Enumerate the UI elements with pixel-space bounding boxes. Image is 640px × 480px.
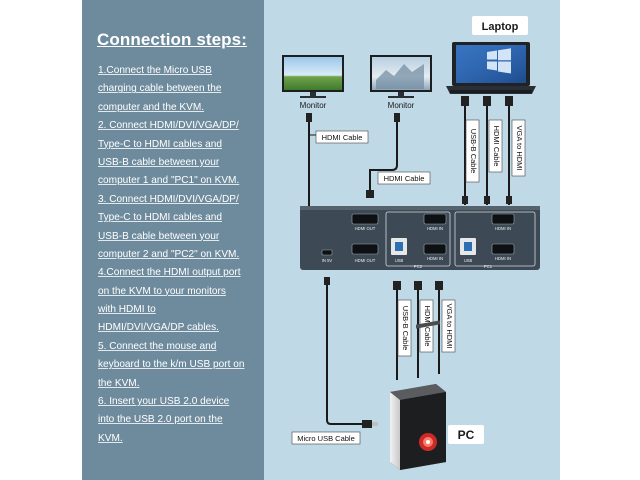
laptop-label-box <box>472 16 528 35</box>
step-line: on the KVM to your monitors <box>98 285 226 297</box>
laptop-cable-label-box <box>465 119 480 183</box>
step-line: HDMI/DVI/VGA/DP cables. <box>98 322 219 334</box>
pc-cables <box>326 282 440 425</box>
pc-label: PC <box>458 428 475 442</box>
kvm-in5v-label: IN 5V <box>322 258 333 263</box>
step-line: the KVM. <box>98 377 140 389</box>
hdmi-in-port <box>423 213 447 225</box>
step-line: USB-B cable between your <box>98 230 220 242</box>
kvm-pc2-label: PC2 <box>414 264 423 269</box>
laptop-cable-vga-label: VGA to HDMI <box>515 125 524 170</box>
monitor-1-icon <box>282 55 344 98</box>
laptop-cable-hdmi-label: HDMI Cable <box>492 126 501 167</box>
kvm-pc1-label: PC1 <box>484 264 493 269</box>
monitor-2-label: Monitor <box>388 101 415 110</box>
step-line: computer 1 and "PC1" on KVM. <box>98 175 240 187</box>
laptop-cable-label-box <box>511 119 526 177</box>
step-line: 5. Connect the mouse and <box>98 340 217 352</box>
step-line: 2. Connect HDMI/DVI/VGA/DP/ <box>98 120 239 132</box>
hdmi-out-port <box>351 213 379 225</box>
laptop-icon <box>446 42 536 94</box>
micro-usb-label-box <box>291 431 361 445</box>
pc-cable-usb-label: USB-B Cable <box>401 306 410 351</box>
step-line: computer 2 and "PC2" on KVM. <box>98 248 240 260</box>
hdmi-cable-label-1: HDMI Cable <box>322 133 363 142</box>
micro-usb-label: Micro USB Cable <box>297 434 355 443</box>
step-line: 4.Connect the HDMI output port <box>98 267 241 279</box>
hdmi-in-port <box>491 243 515 255</box>
hdmi-connector <box>306 113 312 122</box>
step-line: Type-C to HDMI cables and <box>98 212 222 224</box>
step-line: 3. Connect HDMI/DVI/VGA/DP/ <box>98 193 239 205</box>
pc-cable-label-box <box>441 299 456 353</box>
kvm-hdmi-out-label: HDMI OUT <box>355 226 376 231</box>
step-line: 6. Insert your USB 2.0 device <box>98 396 230 408</box>
laptop-label: Laptop <box>482 21 519 33</box>
monitor-2-icon <box>370 55 432 98</box>
kvm-hdmi-in-label: HDMI IN <box>495 256 511 261</box>
hdmi-in-port <box>423 243 447 255</box>
kvm-hdmi-in-label: HDMI IN <box>427 256 443 261</box>
step-line: 1.Connect the Micro USB <box>98 65 212 76</box>
hdmi-connector <box>394 113 400 122</box>
hdmi-connector <box>366 190 374 198</box>
steps-panel <box>82 0 264 480</box>
hdmi-cable-label-2-box <box>377 171 431 185</box>
kvm-hdmi-in-label: HDMI IN <box>495 226 511 231</box>
micro-usb-port <box>321 249 333 256</box>
step-line: computer and the KVM. <box>98 101 205 113</box>
pc-cable-vga-label: VGA to HDMI <box>445 303 454 348</box>
steps-title: Connection steps: <box>97 30 247 49</box>
step-line: keyboard to the k/m USB port on <box>98 359 245 371</box>
step-line: KVM. <box>98 432 123 444</box>
step-line: USB-B cable between your <box>98 156 220 168</box>
hdmi-cable-label-2: HDMI Cable <box>384 174 425 183</box>
kvm-usb-label: USB <box>464 258 473 263</box>
monitor-1-label: Monitor <box>300 101 327 110</box>
kvm-hdmi-in-label: HDMI IN <box>427 226 443 231</box>
pc-tower-icon <box>390 320 446 470</box>
hdmi-cable-label-1-box <box>315 130 369 144</box>
pc-cable-label-box <box>397 299 412 357</box>
step-line: into the USB 2.0 port on the <box>98 414 223 426</box>
laptop-cable-usb-label: USB-B Cable <box>469 129 478 174</box>
hdmi-out-port <box>351 243 379 255</box>
step-line: Type-C to HDMI cables and <box>98 138 222 150</box>
kvm-switch <box>300 206 540 270</box>
kvm-usb-label: USB <box>395 258 404 263</box>
laptop-cable-label-box <box>488 119 503 173</box>
hdmi-in-port <box>491 213 515 225</box>
kvm-hdmi-out-label: HDMI OUT <box>355 258 376 263</box>
pc-label-box <box>448 425 484 444</box>
steps-list: 1.Connect the Micro USB charging cable be… <box>98 62 264 448</box>
step-line: charging cable between the <box>98 83 222 95</box>
laptop-cables <box>464 100 510 205</box>
step-line: with HDMI to <box>98 304 156 316</box>
